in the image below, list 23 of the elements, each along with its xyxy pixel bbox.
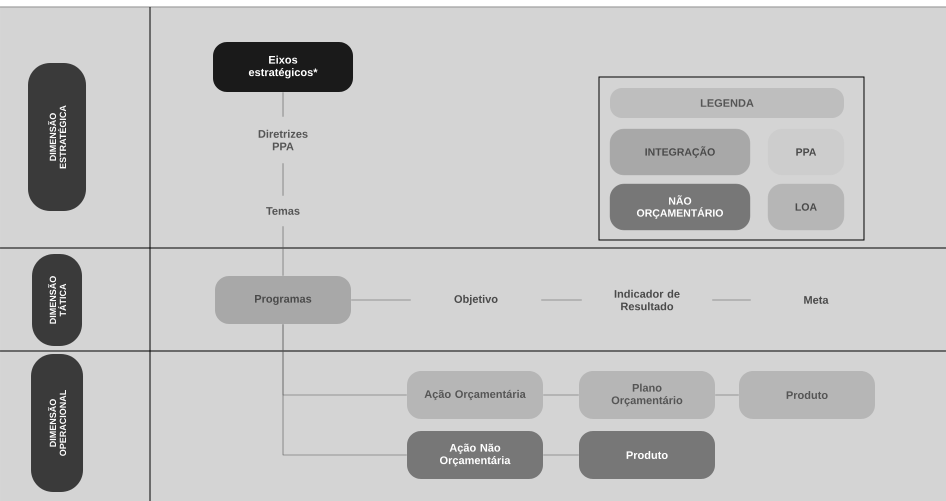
connector-line — [282, 92, 284, 118]
dimension-pill: DIMENSÃO ESTRATÉGICA — [28, 63, 86, 211]
process-box: Produto — [739, 371, 875, 419]
connector-line — [542, 394, 580, 396]
process-label: Indicador de Resultado — [614, 290, 680, 310]
process-label: Temas — [266, 207, 300, 215]
connector-line — [282, 162, 284, 196]
legend-title: LEGENDA — [610, 88, 844, 118]
process-label: Objetivo — [454, 294, 498, 306]
process-label: Diretrizes PPA — [258, 130, 308, 150]
dimension-pill: DIMENSÃO OPERACIONAL — [31, 354, 84, 492]
connector-line — [282, 226, 284, 276]
process-box: Eixos estratégicos* — [213, 42, 353, 92]
connector-line — [282, 324, 408, 456]
process-box: Ação Não Orçamentária — [407, 431, 543, 479]
connector-line — [714, 394, 740, 396]
process-label: Meta — [804, 296, 829, 304]
process-box: Ação Orçamentária — [407, 371, 543, 419]
dimension-pill: DIMENSÃO TÁTICA — [32, 254, 82, 346]
process-box: Produto — [579, 431, 715, 479]
process-box: Plano Orçamentário — [579, 371, 715, 419]
process-box: Programas — [215, 276, 351, 324]
connector-line — [542, 454, 580, 456]
